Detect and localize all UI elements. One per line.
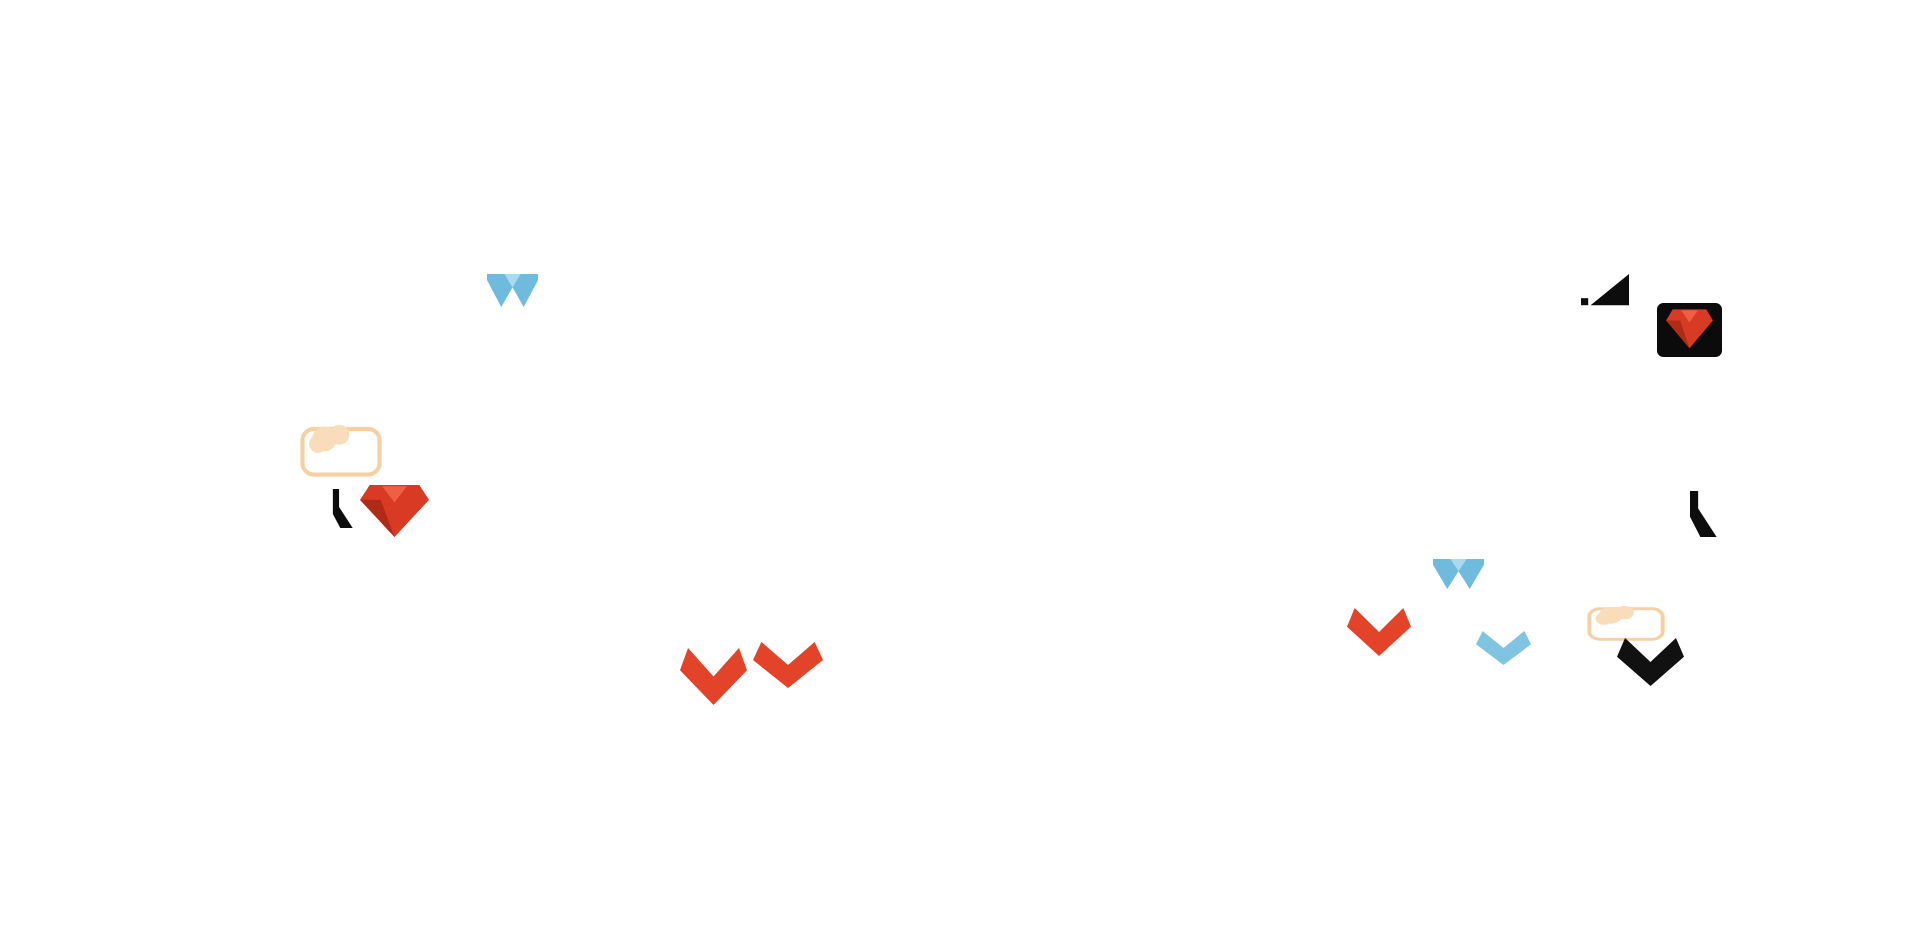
- cursor-fragment-icon: [332, 489, 353, 528]
- flag-cursor-icon: [1690, 491, 1717, 537]
- gem-crown-icon: [1433, 559, 1484, 590]
- tanuki-icon: [680, 648, 747, 705]
- tanuki-red-1[interactable]: [680, 648, 747, 705]
- ruby-on-black-icon: [1657, 303, 1722, 357]
- tanuki-icon: [1476, 631, 1531, 665]
- tanuki-red-2[interactable]: [753, 642, 823, 688]
- gem-crown-blue-2[interactable]: [1433, 559, 1484, 590]
- diagonal-arrow-icon: [1581, 274, 1629, 306]
- cloud-outline-icon: [1587, 605, 1665, 641]
- tanuki-blue-1[interactable]: [1476, 631, 1531, 665]
- cloud-outline-1[interactable]: [300, 419, 382, 477]
- tanuki-black-1[interactable]: [1617, 638, 1684, 686]
- ruby-gem-1[interactable]: [360, 485, 429, 537]
- tanuki-red-3[interactable]: [1347, 608, 1411, 656]
- tanuki-icon: [753, 642, 823, 688]
- tanuki-icon: [1617, 638, 1684, 686]
- cloud-outline-2[interactable]: [1587, 602, 1665, 641]
- ruby-on-black-1[interactable]: [1657, 303, 1722, 357]
- gem-crown-blue-1[interactable]: [487, 274, 538, 308]
- ruby-gem-icon: [360, 485, 429, 537]
- diagonal-arrow-1[interactable]: [1581, 274, 1629, 313]
- gem-crown-icon: [487, 274, 538, 307]
- tanuki-icon: [1347, 608, 1411, 656]
- cursor-fragment-1[interactable]: [331, 489, 362, 528]
- flag-cursor-1[interactable]: [1690, 491, 1727, 537]
- cloud-outline-icon: [300, 424, 382, 477]
